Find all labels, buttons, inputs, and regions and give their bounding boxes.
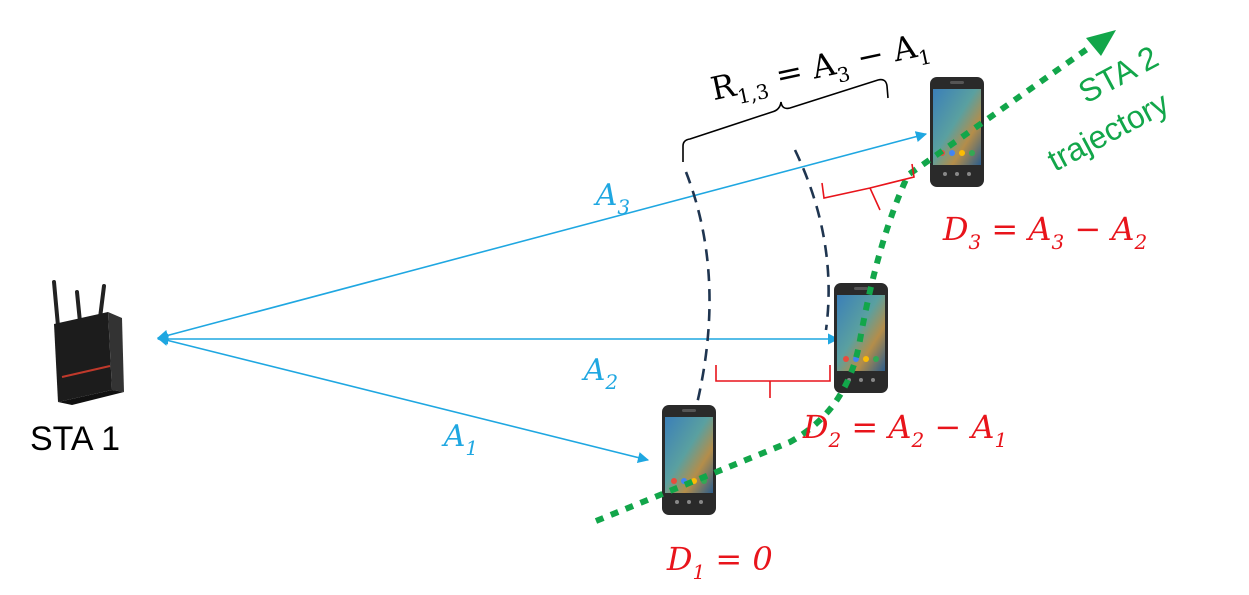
d3-lhs-sub: 3 [969,230,982,254]
d3-t2-sub: 2 [1134,230,1148,254]
label-a2-base: A [581,353,606,388]
label-a2-sub: 2 [604,370,618,394]
arc-outer [793,149,830,331]
arc-inner [684,171,711,413]
label-a1: A1 [396,419,507,463]
smartphone-icon [930,77,984,187]
d3-eq: = [981,210,1028,248]
equation-d3: D3 = A3 − A2 [892,210,1178,257]
equation-d1: D1 = 0 [616,540,803,584]
r13-brace [682,78,889,162]
label-a3-sub: 3 [617,195,630,219]
d2-bracket [715,365,831,398]
d2-t2-sub: 1 [995,428,1008,452]
d2-t2-base: A [968,408,994,446]
arrow-a3 [156,131,928,341]
label-a3: A3 [548,178,659,222]
label-a2: A2 [536,353,647,397]
r13-lhs-sub: 1,3 [735,79,771,109]
d1-lhs-base: D [666,540,693,578]
d3-t1-sub: 3 [1052,230,1065,254]
d1-lhs-sub: 1 [693,560,706,584]
arrow-a1 [156,335,650,463]
d1-rhs: = 0 [705,540,773,578]
equation-r13: R1,3 = A3 − A1 [638,14,984,131]
d2-t1-sub: 2 [911,428,925,452]
d2-lhs-sub: 2 [828,428,842,452]
d3-t1-base: A [1025,210,1051,248]
equation-d2: D2 = A2 − A1 [752,408,1038,455]
sta1-label: STA 1 [30,420,120,458]
label-a3-base: A [593,178,618,213]
smartphone-icon [662,405,716,515]
sta2-trajectory [594,37,1102,524]
r13-t2-sub: 1 [916,44,933,70]
label-a1-sub: 1 [465,436,478,460]
r13-t1-sub: 3 [835,62,852,88]
r13-minus: − [843,32,897,79]
label-a1-base: A [441,419,466,454]
d2-minus: − [924,408,971,446]
d3-lhs-base: D [942,210,969,248]
d3-t2-base: A [1108,210,1134,248]
r13-eq: = [762,49,816,96]
d3-bracket [821,163,915,211]
wifi-router-icon [52,280,124,405]
d2-t1-base: A [885,408,911,446]
d3-minus: − [1064,210,1111,248]
trajectory-arrowhead [1086,30,1116,56]
d2-eq: = [841,408,888,446]
d2-lhs-base: D [802,408,829,446]
